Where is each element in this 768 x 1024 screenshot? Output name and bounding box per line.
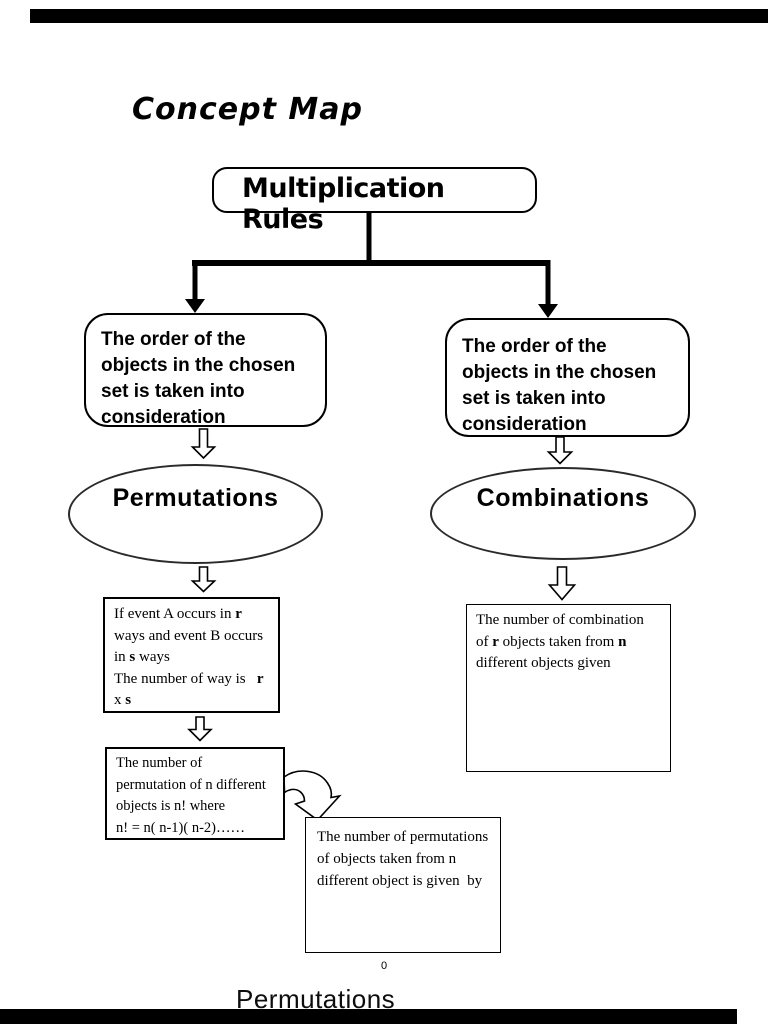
node-combination-rule: The number of combination of r objects ta… [466, 604, 671, 772]
hollow-down-arrow-icon [546, 436, 574, 465]
hollow-down-arrow-icon [187, 716, 213, 742]
node-label: Permutations [112, 484, 279, 512]
text-line: objects in the chosen [101, 355, 296, 376]
text-line: set is taken into [101, 381, 245, 402]
text-line: objects is n! where [116, 798, 226, 814]
text-line: The order of the [462, 336, 607, 357]
top-black-bar [30, 9, 768, 23]
page-title: Concept Map [132, 92, 363, 127]
text-line: The number of combination [476, 612, 644, 628]
text-line: set is taken into [462, 388, 606, 409]
text-line: different object is given by [317, 873, 483, 889]
text-line: If event A occurs in r [114, 606, 242, 622]
page-number: 0 [380, 960, 388, 972]
text-line: The order of the [101, 329, 246, 350]
right-solid-down-arrow-icon [538, 304, 558, 318]
node-combinations-ellipse: Combinations [430, 467, 696, 560]
node-permutation-result: The number of permutations of objects tak… [305, 817, 501, 953]
bottom-black-bar [0, 1009, 737, 1024]
node-multiplication-rules: Multiplication Rules [212, 167, 537, 235]
node-left-condition: The order of the objects in the chosen set… [84, 313, 327, 428]
node-label: Combinations [476, 484, 650, 512]
text-line: The number of [116, 755, 203, 771]
node-label: Multiplication Rules [242, 173, 445, 235]
text-line: x s [114, 692, 132, 708]
hollow-down-arrow-icon [190, 428, 217, 460]
node-permutation-rule: If event A occurs in r ways and event B o… [103, 597, 280, 713]
left-solid-down-arrow-icon [185, 299, 205, 313]
hollow-down-arrow-icon [190, 566, 217, 593]
text-line: consideration [101, 407, 226, 428]
node-factorial-fact: The number of permutation of n different o… [105, 747, 285, 840]
text-line: ways and event B occurs [114, 627, 264, 644]
text-line: The number of way is r [114, 670, 264, 687]
text-line: of r objects taken from n [476, 633, 627, 650]
text-line: different objects given [476, 655, 611, 671]
text-line: consideration [462, 414, 587, 435]
text-line: in s ways [114, 649, 170, 665]
curved-arrow-icon [283, 770, 342, 822]
node-right-condition: The order of the objects in the chosen set… [445, 318, 690, 437]
text-line: n! = n( n-1)( n-2)…… [116, 819, 245, 836]
text-line: objects in the chosen [462, 362, 657, 383]
footer-caption: Permutations [236, 984, 396, 1014]
text-line: of objects taken from n [317, 851, 457, 867]
hollow-down-arrow-icon [547, 566, 577, 601]
text-line: The number of permutations [317, 829, 489, 845]
text-line: permutation of n different [116, 776, 266, 793]
node-permutations-ellipse: Permutations [68, 464, 323, 564]
